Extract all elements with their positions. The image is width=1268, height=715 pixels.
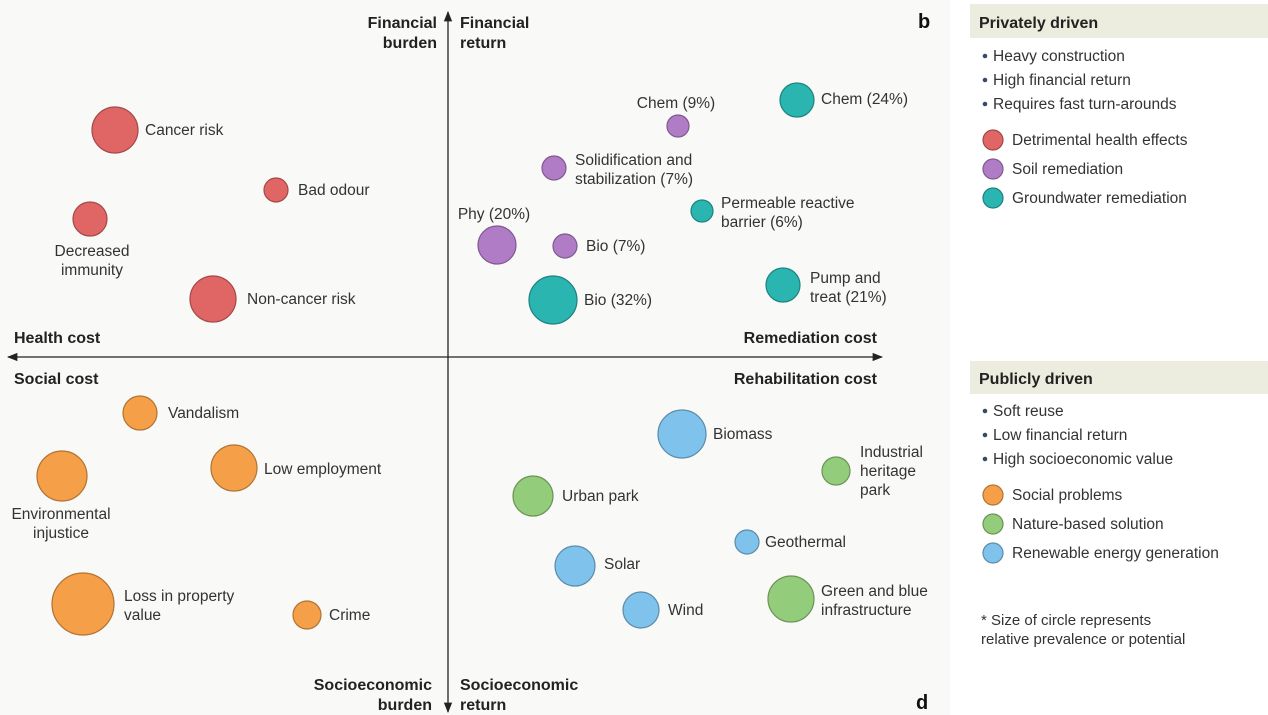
axis-label-right-lower: Rehabilitation cost <box>734 371 878 388</box>
legend-bullet: Soft reuse <box>993 403 1064 420</box>
legend-item-label: Renewable energy generation <box>1012 545 1219 562</box>
bubble-label: Cancer risk <box>145 122 224 139</box>
axis-label-left-upper: Health cost <box>14 330 101 347</box>
legend-item-label: Nature-based solution <box>1012 516 1164 533</box>
bubble-groundwater <box>765 267 801 303</box>
bubble-label: Urban park <box>562 488 639 505</box>
bubble-nature <box>512 475 554 517</box>
bubble-social <box>292 600 322 630</box>
legend-private-header-bg <box>970 4 1268 38</box>
panel-label-d: d <box>916 692 928 714</box>
legend-private-title: Privately driven <box>979 15 1098 32</box>
bubble-label: Bio (7%) <box>586 238 645 255</box>
bubble-soil <box>552 233 578 259</box>
bubble-energy <box>554 545 596 587</box>
axis-label-right-upper: Remediation cost <box>744 330 878 347</box>
bubble-label: Chem (24%) <box>821 91 908 108</box>
bullet-dot <box>982 77 988 83</box>
bullet-dot <box>982 408 988 414</box>
bubble-label: Geothermal <box>765 534 846 551</box>
legend-swatch-health <box>982 129 1004 151</box>
bubble-health <box>72 201 108 237</box>
panel-label-b: b <box>918 11 930 33</box>
bullet-dot <box>982 53 988 59</box>
legend-public-header-bg <box>970 361 1268 394</box>
bubble-health <box>91 106 139 154</box>
bubble-energy <box>657 409 707 459</box>
bubble-nature <box>821 456 851 486</box>
bubble-groundwater <box>528 275 578 325</box>
legend-bullet: Requires fast turn-arounds <box>993 96 1177 113</box>
bubble-social <box>36 450 88 502</box>
bubble-groundwater <box>779 82 815 118</box>
bubble-soil <box>541 155 567 181</box>
legend-item-label: Detrimental health effects <box>1012 132 1188 149</box>
bullet-dot <box>982 456 988 462</box>
bubble-label: Crime <box>329 607 370 624</box>
bubble-health <box>189 275 237 323</box>
legend-swatch-groundwater <box>982 187 1004 209</box>
bubble-groundwater <box>690 199 714 223</box>
legend-bullet: High socioeconomic value <box>993 451 1173 468</box>
legend-item-label: Soil remediation <box>1012 161 1123 178</box>
bubble-label: Solar <box>604 556 640 573</box>
bullet-dot <box>982 432 988 438</box>
bubble-nature <box>767 575 815 623</box>
legend-swatch-energy <box>982 542 1004 564</box>
legend-bullet: Heavy construction <box>993 48 1125 65</box>
bubble-label: Vandalism <box>168 405 239 422</box>
bubble-energy <box>734 529 760 555</box>
legend-public-title: Publicly driven <box>979 371 1093 388</box>
bubble-label: Wind <box>668 602 703 619</box>
bubble-soil <box>666 114 690 138</box>
bubble-health <box>263 177 289 203</box>
legend-item-label: Social problems <box>1012 487 1123 504</box>
bubble-label: Bad odour <box>298 182 370 199</box>
bubble-label: Phy (20%) <box>458 206 530 223</box>
bubble-soil <box>477 225 517 265</box>
legend-swatch-soil <box>982 158 1004 180</box>
legend-swatch-social <box>982 484 1004 506</box>
bubble-label: Chem (9%) <box>637 95 715 112</box>
bullet-dot <box>982 101 988 107</box>
legend-bullet: Low financial return <box>993 427 1127 444</box>
bubble-label: Low employment <box>264 461 382 478</box>
bubble-social <box>51 572 115 636</box>
bubble-social <box>210 444 258 492</box>
legend-swatch-nature <box>982 513 1004 535</box>
bubble-label: Bio (32%) <box>584 292 652 309</box>
legend-bullet: High financial return <box>993 72 1131 89</box>
bubble-energy <box>622 591 660 629</box>
axis-label-left-lower: Social cost <box>14 371 99 388</box>
legend-item-label: Groundwater remediation <box>1012 190 1187 207</box>
bubble-label: Non-cancer risk <box>247 291 356 308</box>
bubble-social <box>122 395 158 431</box>
bubble-label: Biomass <box>713 426 773 443</box>
